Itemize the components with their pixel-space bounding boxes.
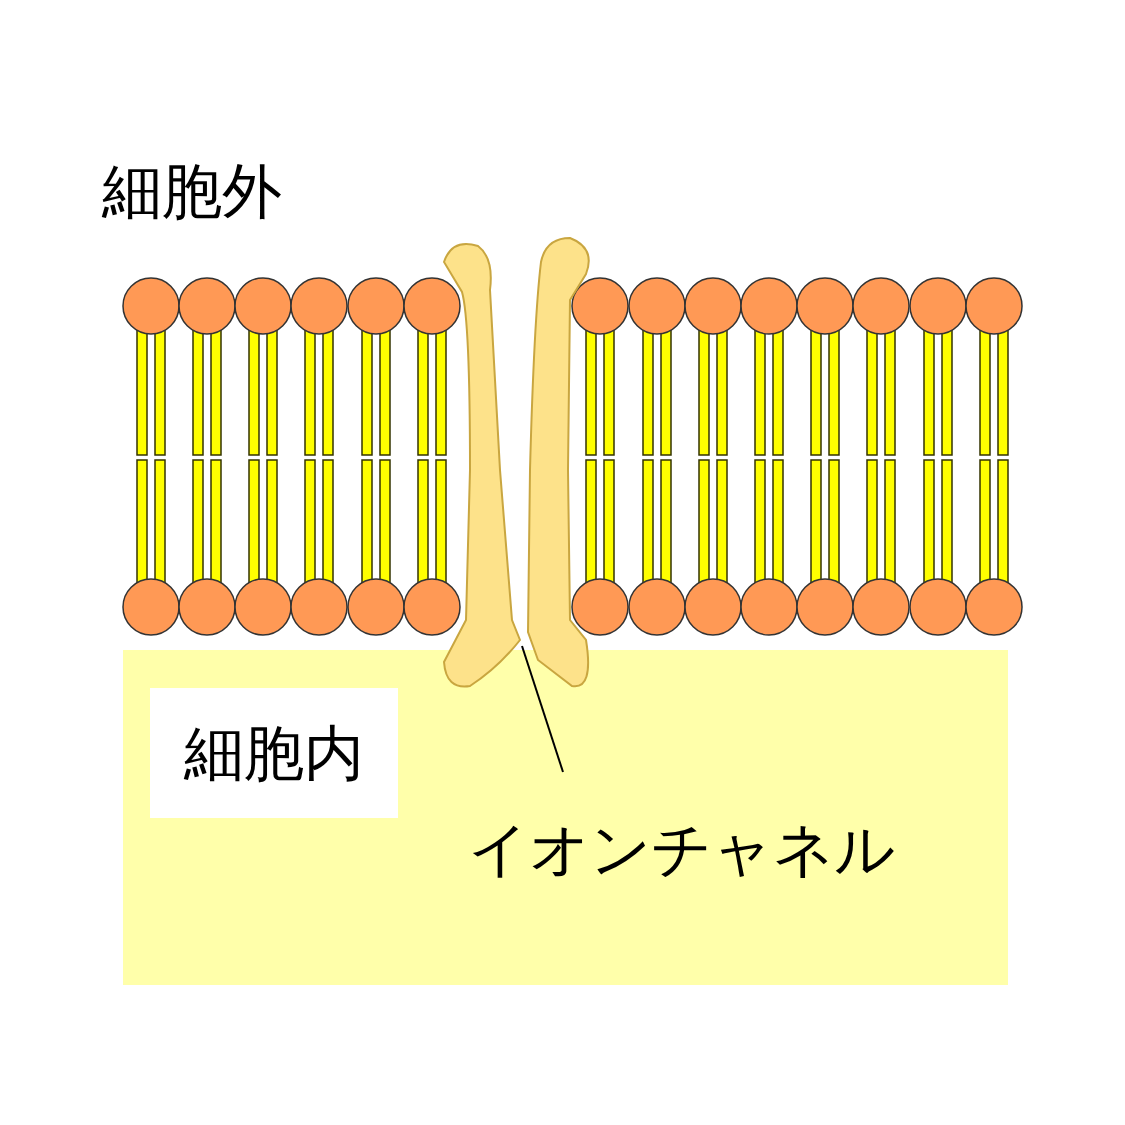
lipid-tail [998, 460, 1008, 584]
lipid-tail [773, 460, 783, 584]
lipid-tail [267, 460, 277, 584]
lipid-tail [249, 330, 259, 455]
lipid-tail [924, 460, 934, 584]
lipid-head [348, 278, 404, 334]
cytoplasm-region [123, 650, 1008, 985]
lipid-tail [811, 460, 821, 584]
lipid-tail [586, 460, 596, 584]
lipid-tail [885, 330, 895, 455]
lipid-head [629, 579, 685, 635]
lipid-head [966, 278, 1022, 334]
lipid-tail [717, 460, 727, 584]
lipid-tail [885, 460, 895, 584]
lipid-bilayer [123, 278, 1022, 635]
lipid-head [235, 579, 291, 635]
lipid-tail [811, 330, 821, 455]
lipid-tail [380, 330, 390, 455]
lipid-tail [211, 460, 221, 584]
lipid-head [910, 579, 966, 635]
lipid-tail [829, 460, 839, 584]
lipid-tail [942, 460, 952, 584]
lipid-head [404, 579, 460, 635]
lipid-tail [980, 460, 990, 584]
lipid-head [685, 579, 741, 635]
lipid-tail [867, 330, 877, 455]
lipid-head [123, 278, 179, 334]
lipid-head [853, 579, 909, 635]
lipid-tail [323, 460, 333, 584]
lipid-tail [249, 460, 259, 584]
lipid-tail [267, 330, 277, 455]
lipid-tail [661, 460, 671, 584]
lipid-tail [418, 330, 428, 455]
lipid-head [797, 278, 853, 334]
lipid-tail [305, 330, 315, 455]
lipid-tail [418, 460, 428, 584]
lipid-tail [755, 460, 765, 584]
part-label: イオンチャネル [468, 816, 895, 882]
lipid-tail [998, 330, 1008, 455]
lipid-head [404, 278, 460, 334]
lipid-head [741, 579, 797, 635]
lipid-tail [755, 330, 765, 455]
lipid-tail [717, 330, 727, 455]
lipid-head [348, 579, 404, 635]
lipid-tail [137, 330, 147, 455]
lipid-tail [924, 330, 934, 455]
lipid-head [572, 579, 628, 635]
channel-protein [528, 238, 589, 686]
lipid-tail [661, 330, 671, 455]
lipid-tail [211, 330, 221, 455]
lipid-head [179, 278, 235, 334]
lipid-tail [155, 460, 165, 584]
lipid-tail [980, 330, 990, 455]
lipid-head [235, 278, 291, 334]
lipid-head [853, 278, 909, 334]
lipid-head [797, 579, 853, 635]
lipid-tail [942, 330, 952, 455]
lipid-head [291, 278, 347, 334]
lipid-tail [323, 330, 333, 455]
region-label: 細胞内 [184, 720, 364, 786]
lipid-tail [829, 330, 839, 455]
lipid-head [910, 278, 966, 334]
lipid-tail [604, 460, 614, 584]
lipid-tail [155, 330, 165, 455]
lipid-tail [643, 460, 653, 584]
lipid-tail [699, 330, 709, 455]
lipid-head [966, 579, 1022, 635]
lipid-tail [362, 460, 372, 584]
lipid-head [629, 278, 685, 334]
lipid-tail [867, 460, 877, 584]
lipid-tail [193, 330, 203, 455]
lipid-head [685, 278, 741, 334]
leader-line [522, 646, 563, 772]
lipid-tail [586, 330, 596, 455]
lipid-head [291, 579, 347, 635]
lipid-tail [305, 460, 315, 584]
lipid-tail [193, 460, 203, 584]
lipid-tail [643, 330, 653, 455]
lipid-head [179, 579, 235, 635]
lipid-tail [380, 460, 390, 584]
lipid-tail [436, 460, 446, 584]
lipid-head [572, 278, 628, 334]
lipid-head [123, 579, 179, 635]
channel-protein [444, 244, 520, 687]
lipid-head [741, 278, 797, 334]
lipid-tail [362, 330, 372, 455]
lipid-tail [436, 330, 446, 455]
region-label: 細胞外 [102, 158, 282, 224]
lipid-tail [137, 460, 147, 584]
lipid-tail [773, 330, 783, 455]
lipid-tail [699, 460, 709, 584]
lipid-tail [604, 330, 614, 455]
region-label-box: 細胞内 [150, 688, 398, 818]
